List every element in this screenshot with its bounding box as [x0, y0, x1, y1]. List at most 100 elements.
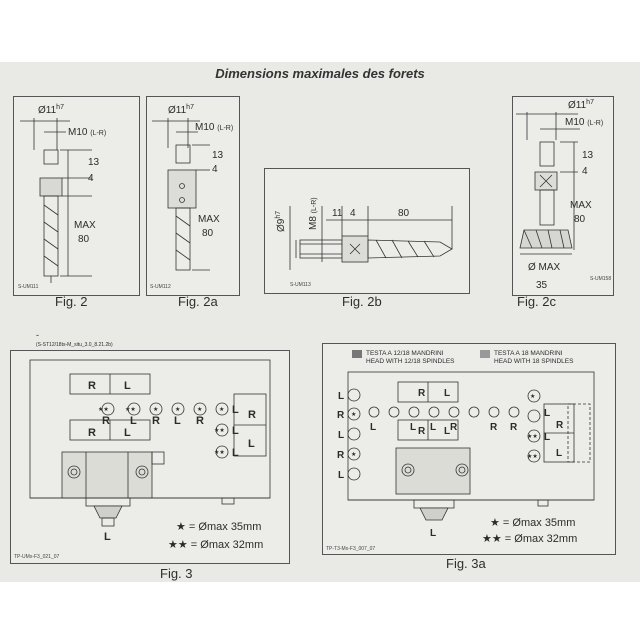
fig3-header-dash: -	[36, 330, 39, 340]
fig2a-panel	[146, 96, 240, 296]
fig3-l-label: L	[130, 415, 137, 427]
fig3-r-label: R	[196, 415, 204, 427]
fig2b-dim-4: 4	[350, 208, 356, 219]
fig3a-r-label: R	[450, 422, 458, 433]
fig3a-legend2-it: TESTA A 18 MANDRINI	[494, 350, 563, 357]
fig2-dim-13: 13	[88, 157, 100, 168]
fig3-l-label: L	[174, 415, 181, 427]
fig3a-legend-swatch-18	[480, 350, 490, 358]
fig3a-l-label: L	[544, 432, 550, 443]
fig2b-caption: Fig. 2b	[342, 294, 382, 309]
fig3-head-drawing	[29, 359, 271, 527]
fig3a-r-label: R	[490, 422, 498, 433]
fig3-caption: Fig. 3	[160, 566, 193, 581]
fig3a-l-label: L	[338, 391, 344, 402]
fig2b-diameter: Ø9h7	[275, 211, 287, 232]
fig2-drill-drawing	[20, 118, 92, 283]
fig3a-code: TP-T3-Mx-F3_007_07	[326, 546, 375, 552]
fig3a-r-label: R	[337, 410, 345, 421]
fig3-l-label: L	[248, 438, 255, 450]
fig2-code: S-UM111	[18, 284, 39, 290]
fig2c-drill-drawing	[516, 112, 580, 255]
fig3a-l-label: L	[338, 470, 344, 481]
fig3-star-mark: ★	[197, 406, 202, 413]
fig3-2star-mark: ★★	[98, 406, 109, 413]
fig3-r-label: R	[248, 409, 256, 421]
fig2c-bit-diameter-value: 35	[536, 280, 548, 291]
fig3a-l-label: L	[556, 448, 562, 459]
fig3a-legend-swatch-12-18	[352, 350, 362, 358]
fig3a-l-label: L	[338, 430, 344, 441]
fig3a-legend1-en: HEAD WITH 12/18 SPINDLES	[366, 358, 455, 365]
fig3a-r-label: R	[556, 420, 564, 431]
fig3-l-label: L	[124, 427, 131, 439]
fig3-l-label: L	[232, 447, 239, 459]
fig2a-max-value: 80	[202, 228, 214, 239]
fig2a-code: S-UM112	[150, 284, 171, 290]
fig3a-star-mark: ★	[351, 451, 356, 458]
fig2c-bit-diameter-label: Ø MAX	[528, 262, 561, 273]
fig3a-panel	[322, 343, 616, 555]
fig2c-diameter: Ø11h7	[568, 99, 594, 111]
page-title: Dimensions maximales des forets	[215, 66, 425, 81]
fig3-legend-2star: ★★ = Ømax 32mm	[168, 539, 264, 551]
fig3a-r-label: R	[510, 422, 518, 433]
fig3a-r-label: R	[337, 450, 345, 461]
fig3a-l-label: L	[410, 422, 416, 433]
fig3a-caption: Fig. 3a	[446, 556, 486, 571]
fig2b-dim-80: 80	[398, 208, 410, 219]
fig2c-caption: Fig. 2c	[517, 294, 557, 309]
fig3a-r-label: R	[418, 426, 426, 437]
fig3a-l-label: L	[370, 422, 376, 433]
fig3-r-label: R	[102, 415, 110, 427]
fig2a-diameter: Ø11h7	[168, 104, 194, 116]
fig2a-max-label: MAX	[198, 214, 220, 225]
fig3a-2star-mark: ★★	[527, 433, 538, 440]
fig2a-caption: Fig. 2a	[178, 294, 218, 309]
fig2b-thread: M8 (L-R)	[308, 197, 319, 230]
fig2-diameter: Ø11h7	[38, 104, 64, 116]
fig2-max-label: MAX	[74, 220, 96, 231]
fig3a-legend-star: ★ = Ømax 35mm	[490, 517, 576, 529]
fig3a-legend2-en: HEAD WITH 18 SPINDLES	[494, 358, 574, 365]
fig3-r-label: R	[88, 427, 96, 439]
fig3-star-mark: ★	[153, 406, 158, 413]
fig2c-max-value: 80	[574, 214, 586, 225]
fig3a-l-label: L	[444, 388, 450, 399]
fig3-bottom-l-label: L	[104, 531, 111, 543]
fig2c-thread: M10 (L-R)	[565, 117, 603, 128]
fig3-2star-mark: ★★	[214, 449, 225, 456]
fig3-legend-star: ★ = Ømax 35mm	[176, 521, 262, 533]
fig2a-dim-13: 13	[212, 150, 224, 161]
fig3a-star-mark: ★	[351, 411, 356, 418]
fig3-star-mark: ★	[175, 406, 180, 413]
fig3-2star-mark: ★★	[125, 406, 136, 413]
fig2b-drill-drawing	[289, 206, 453, 270]
fig3a-legend-2star: ★★ = Ømax 32mm	[482, 533, 578, 545]
fig2c-dim-4: 4	[582, 166, 588, 177]
fig3a-2star-mark: ★★	[527, 453, 538, 460]
fig2b-panel	[264, 168, 470, 294]
fig2b-code: S-UM113	[290, 282, 311, 288]
fig3-l-label: L	[124, 380, 131, 392]
fig3-r-label: R	[88, 380, 96, 392]
fig2a-drill-drawing	[152, 118, 210, 271]
fig2-thread: M10 (L-R)	[68, 127, 106, 138]
fig3-l-label: L	[232, 404, 239, 416]
fig2-dim-4: 4	[88, 173, 94, 184]
fig3-r-label: R	[152, 415, 160, 427]
fig2-caption: Fig. 2	[55, 294, 88, 309]
fig2c-max-label: MAX	[570, 200, 592, 211]
fig3-2star-mark: ★★	[214, 427, 225, 434]
fig2c-dim-13: 13	[582, 150, 594, 161]
fig3a-star-mark: ★	[530, 393, 535, 400]
fig2a-thread: M10 (L-R)	[195, 122, 233, 133]
fig3-code: TP-UMx-F3_021_07	[14, 554, 60, 560]
fig3a-bottom-l-label: L	[430, 528, 436, 539]
fig3a-l-label: L	[544, 408, 550, 419]
fig2b-dim-11: 11	[332, 208, 343, 219]
fig3a-r-label: R	[418, 388, 426, 399]
fig3a-l-label: L	[430, 422, 436, 433]
fig3-l-label: L	[232, 425, 239, 437]
